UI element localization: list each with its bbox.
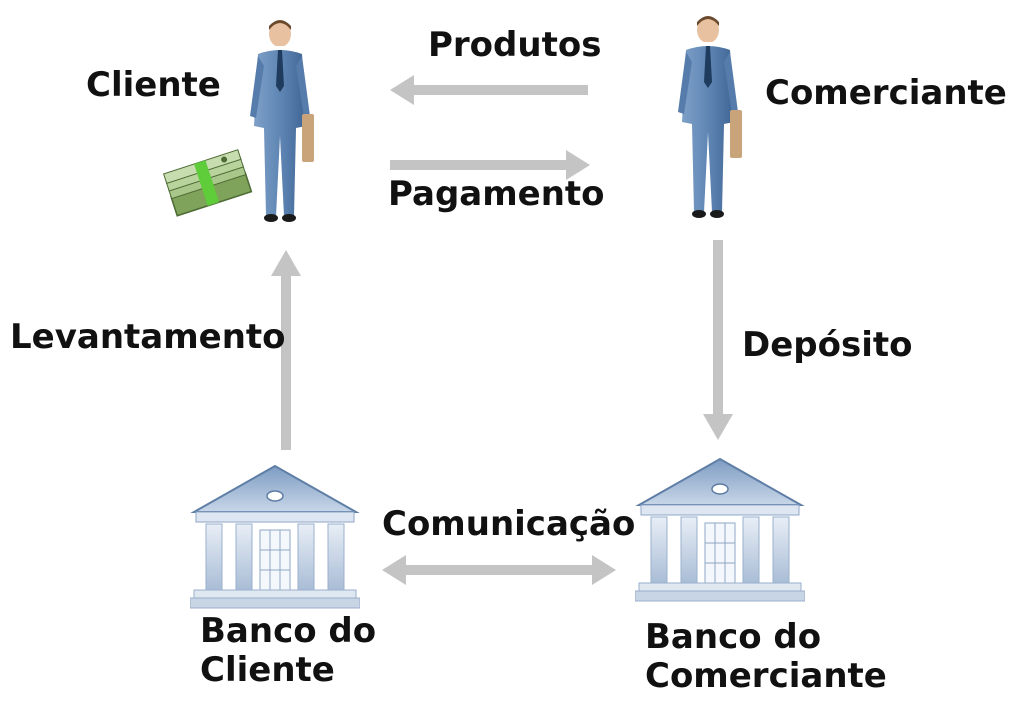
businessman-icon — [250, 20, 314, 222]
arrow-levantamento — [271, 250, 301, 450]
bank-building-icon — [190, 465, 360, 609]
money-stack-icon — [162, 149, 253, 217]
edge-label-deposito: Depósito — [742, 325, 913, 365]
bank-building-icon — [635, 458, 805, 602]
node-label-cliente: Cliente — [86, 65, 221, 105]
edge-label-pagamento: Pagamento — [388, 174, 605, 214]
businessman-icon — [678, 16, 742, 218]
node-label-line2: Comerciante — [645, 656, 887, 697]
edge-label-levantamento: Levantamento — [10, 317, 286, 357]
arrow-comunicacao — [382, 555, 616, 585]
edge-label-produtos: Produtos — [428, 25, 602, 65]
node-label-banco-do-cliente: Banco do Cliente — [200, 611, 377, 691]
arrow-produtos — [390, 75, 588, 105]
arrow-pagamento — [390, 150, 590, 180]
node-label-banco-do-comerciante: Banco do Comerciante — [645, 617, 887, 697]
arrow-deposito — [703, 240, 733, 440]
node-label-comerciante: Comerciante — [765, 73, 1007, 113]
node-label-line1: Banco do — [645, 617, 822, 657]
node-label-line1: Banco do — [200, 611, 377, 651]
node-label-line2: Cliente — [200, 650, 335, 691]
edge-label-comunicacao: Comunicação — [382, 504, 636, 544]
